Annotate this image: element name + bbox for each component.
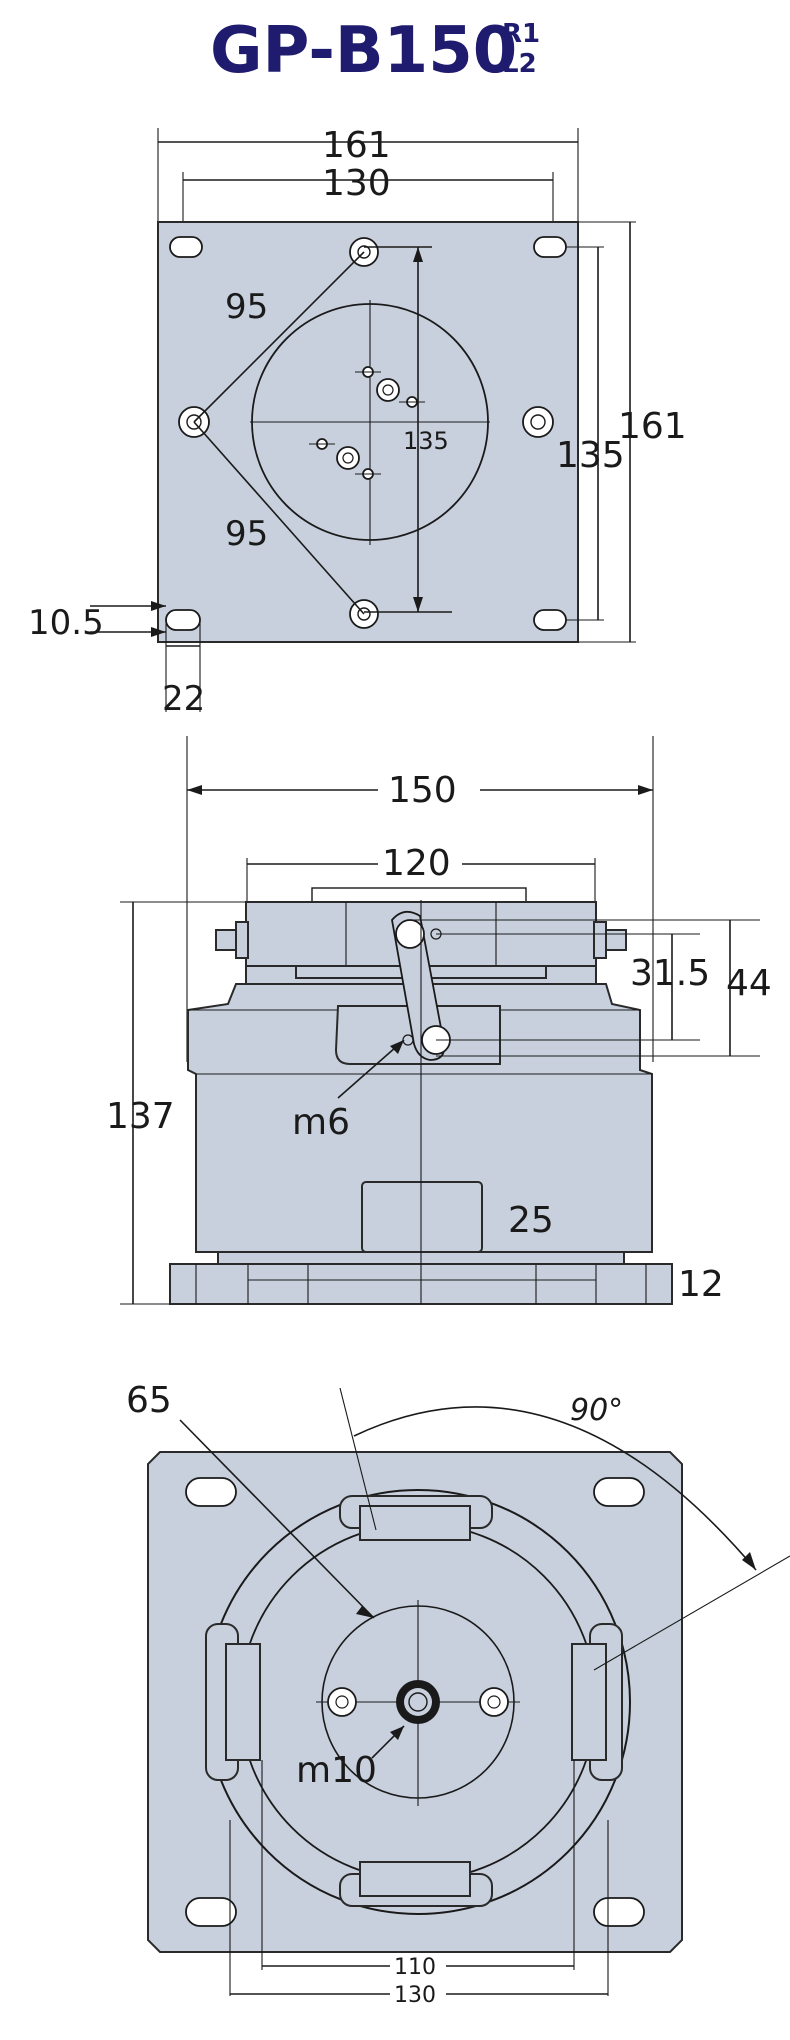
- dim-right-161: 161: [618, 406, 687, 447]
- side-view: 150 120: [106, 736, 772, 1305]
- model-sub: L2: [502, 49, 537, 79]
- dim-slot-22: 22: [162, 679, 205, 719]
- label-m10: m10: [296, 1750, 377, 1791]
- dim-bottom-110: 110: [394, 1955, 436, 1980]
- dim-diag-lower: 95: [225, 514, 268, 554]
- dim-center-135: 135: [403, 427, 449, 455]
- slot-bottom-right: [533, 609, 567, 631]
- dim-top-161: 161: [322, 125, 391, 166]
- side-notch: [361, 1181, 483, 1253]
- title-block: GP-B150 R1 L2: [210, 14, 540, 88]
- dim-side-120: 120: [382, 843, 451, 884]
- bottom-slot-tr: [593, 1477, 645, 1507]
- bottom-slot-bl: [185, 1897, 237, 1927]
- dim-bottom-130: 130: [394, 1983, 436, 2008]
- dim-top-130: 130: [322, 163, 391, 204]
- dim-diag-upper: 95: [225, 287, 268, 327]
- dim-slot-10-5: 10.5: [28, 603, 104, 643]
- model-title: GP-B150: [210, 14, 517, 88]
- slot-bottom-left: [165, 609, 201, 631]
- bottom-slot-tl: [185, 1477, 237, 1507]
- slot-top-left: [169, 236, 203, 258]
- dim-right-135: 135: [556, 435, 625, 476]
- bottom-view: 65 m10 90° 110 130: [126, 1380, 790, 2008]
- dim-side-12: 12: [678, 1264, 724, 1305]
- hole-right: [522, 406, 554, 438]
- label-m6: m6: [292, 1102, 350, 1143]
- top-plate: [157, 221, 579, 643]
- dim-side-137: 137: [106, 1096, 175, 1137]
- slot-top-right: [533, 236, 567, 258]
- dim-side-150: 150: [388, 770, 457, 811]
- dim-side-31-5: 31.5: [630, 953, 710, 994]
- label-angle-90: 90°: [570, 1393, 623, 1428]
- dim-bottom-65: 65: [126, 1380, 172, 1421]
- model-sup: R1: [502, 19, 540, 49]
- top-view: 161 130: [28, 125, 687, 719]
- dim-side-44: 44: [726, 963, 772, 1004]
- dim-side-25: 25: [508, 1200, 554, 1241]
- bottom-slot-br: [593, 1897, 645, 1927]
